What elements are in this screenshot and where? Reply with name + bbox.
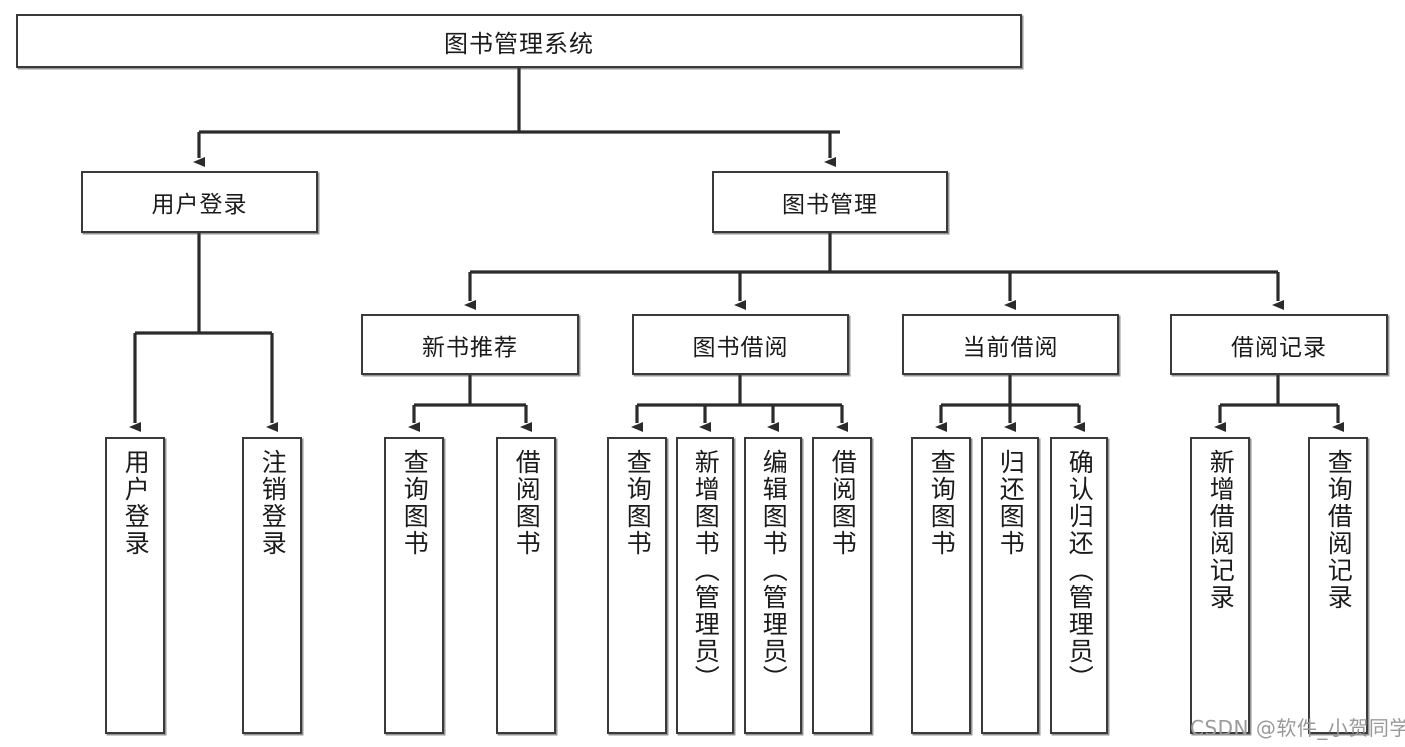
leaf-borrow-add-book-admin[interactable]: 新增图书（管理员） [676,437,734,734]
node-label: 注销登录 [258,449,288,557]
node-label: 编辑图书（管理员） [759,449,789,692]
leaf-current-query-book[interactable]: 查询图书 [911,437,971,734]
leaf-user-login-login[interactable]: 用户登录 [105,437,165,734]
leaf-user-login-logout[interactable]: 注销登录 [242,437,302,734]
node-label: 归还图书 [996,449,1026,557]
node-book-management[interactable]: 图书管理 [712,171,948,233]
node-label: 借阅图书 [512,449,542,557]
leaf-records-add-record[interactable]: 新增借阅记录 [1190,437,1250,734]
node-label: 借阅图书 [828,449,858,557]
node-current-borrow[interactable]: 当前借阅 [902,314,1119,375]
node-label: 查询图书 [927,449,957,557]
leaf-records-query-record[interactable]: 查询借阅记录 [1308,437,1368,734]
leaf-borrow-query-book[interactable]: 查询图书 [607,437,667,734]
node-label: 新增借阅记录 [1206,449,1236,611]
node-borrow-records[interactable]: 借阅记录 [1170,314,1388,375]
node-label: 查询图书 [623,449,653,557]
node-label: 用户登录 [121,449,151,557]
node-label: 图书管理 [782,192,878,218]
node-label: 图书管理系统 [444,29,594,58]
leaf-borrow-edit-book-admin[interactable]: 编辑图书（管理员） [744,437,802,734]
node-root-system[interactable]: 图书管理系统 [16,14,1022,68]
node-label: 确认归还（管理员） [1065,449,1095,692]
node-label: 用户登录 [151,192,248,218]
node-label: 新增图书（管理员） [691,449,721,692]
node-user-login[interactable]: 用户登录 [81,171,318,233]
leaf-current-return-book[interactable]: 归还图书 [981,437,1039,734]
node-new-book-recommend[interactable]: 新书推荐 [361,314,579,375]
leaf-recommend-borrow-book[interactable]: 借阅图书 [496,437,556,734]
node-label: 新书推荐 [422,334,518,361]
node-book-borrow[interactable]: 图书借阅 [632,314,849,375]
leaf-borrow-borrow-book[interactable]: 借阅图书 [812,437,872,734]
csdn-watermark: CSDN @软件_小贺同学 [1190,716,1405,740]
node-label: 图书借阅 [692,334,789,361]
node-label: 查询借阅记录 [1324,449,1354,611]
node-label: 当前借阅 [962,334,1059,361]
node-label: 借阅记录 [1231,334,1327,361]
node-label: 查询图书 [400,449,430,557]
leaf-recommend-query-book[interactable]: 查询图书 [384,437,444,734]
leaf-current-confirm-return-admin[interactable]: 确认归还（管理员） [1050,437,1108,734]
